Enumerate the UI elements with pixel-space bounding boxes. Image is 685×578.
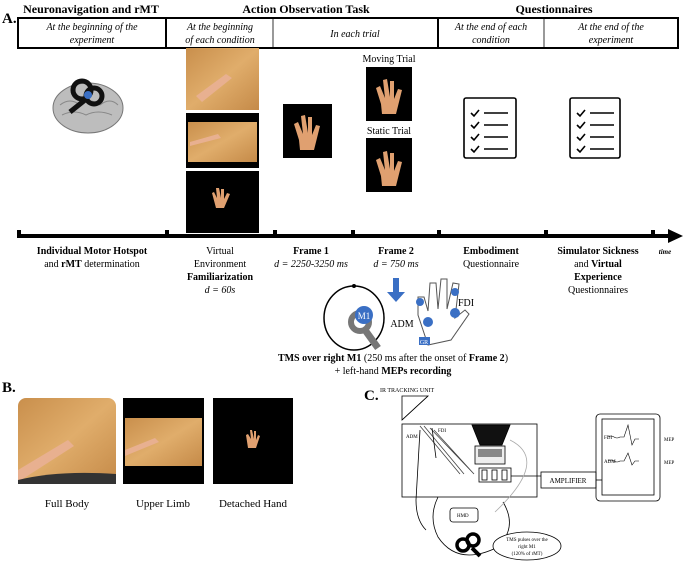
- timing-cell: At the beginning of the: [45, 22, 138, 33]
- m1-label: M1: [358, 311, 371, 321]
- step-text: Questionnaires: [568, 285, 628, 296]
- ir-tracking-label: IR TRACKING UNIT: [380, 388, 435, 394]
- brain-icon: [52, 78, 124, 134]
- timing-cell: At the beginning: [186, 22, 253, 33]
- down-arrow-icon: [387, 278, 405, 302]
- hmd-label: HMD: [457, 514, 469, 519]
- amplifier-label: AMPLIFIER: [550, 477, 587, 485]
- section-action-observation: Action Observation Task: [242, 2, 370, 16]
- ir-tracking-unit-icon: [401, 395, 430, 421]
- step-text: Embodiment: [463, 246, 519, 257]
- fdi-trace-label: FDI: [604, 436, 612, 441]
- timing-table: At the beginning of the experiment At th…: [17, 17, 679, 49]
- timing-cell: At the end of each: [454, 22, 527, 33]
- timeline-steps: Individual Motor Hotspot and rMT determi…: [37, 246, 639, 296]
- timing-cell: At the end of the: [577, 22, 644, 33]
- lab-setup-diagram: [401, 413, 661, 561]
- gr-label: GR: [420, 340, 428, 346]
- step-text: Questionnaire: [463, 259, 520, 270]
- section-questionnaires: Questionnaires: [515, 2, 592, 16]
- step-text: and rMT determination: [44, 259, 140, 270]
- condition-detached-hand: [213, 398, 293, 484]
- timeline-arrow: [17, 229, 683, 243]
- step-text: d = 750 ms: [373, 259, 418, 270]
- step-text: Experience: [574, 272, 622, 283]
- timing-cell: In each trial: [329, 29, 380, 40]
- step-text: Frame 1: [293, 246, 329, 257]
- arm-icon: [196, 74, 232, 102]
- step-text: Frame 2: [378, 246, 414, 257]
- step-text: and Virtual: [574, 259, 622, 270]
- tms-caption-line1: TMS over right M1 (250 ms after the onse…: [278, 353, 508, 364]
- adm-trace-label: ADM: [604, 460, 616, 465]
- condition-full-body: [18, 398, 116, 484]
- moving-trial-image: [366, 67, 412, 121]
- tms-note-line: TMS pulses over the: [506, 538, 548, 543]
- condition-label: Detached Hand: [219, 498, 288, 510]
- checklist-icon: [569, 97, 621, 159]
- section-neuronavigation: Neuronavigation and rMT: [23, 2, 159, 16]
- fdi-electrode-label: FDI: [438, 429, 446, 434]
- adm-electrode-label: ADM: [406, 435, 418, 440]
- condition-label: Full Body: [45, 498, 90, 510]
- frame1-hand-image: [283, 104, 332, 158]
- step-text: d = 60s: [205, 285, 236, 296]
- moving-trial-label: Moving Trial: [362, 54, 415, 65]
- timing-cell: of each condition: [185, 35, 254, 46]
- mep-label: MEP: [664, 461, 675, 466]
- step-text: Virtual: [206, 246, 234, 257]
- panel-a-label: A.: [2, 11, 17, 27]
- step-text: Environment: [194, 259, 246, 270]
- tms-note-line: right M1: [518, 545, 536, 550]
- checklist-icon: [463, 97, 517, 159]
- mep-label: MEP: [664, 438, 675, 443]
- head-coil-icon: M1: [323, 284, 385, 351]
- panel-c-label: C.: [364, 388, 379, 404]
- fdi-label: FDI: [458, 298, 474, 309]
- tms-caption-line2: + left-hand MEPs recording: [335, 366, 452, 377]
- static-trial-label: Static Trial: [367, 126, 411, 137]
- hand-electrodes-icon: GR: [416, 278, 470, 346]
- time-label: time: [659, 248, 671, 256]
- condition-upper-limb: [123, 398, 204, 484]
- timing-cell: condition: [472, 35, 510, 46]
- step-text: Simulator Sickness: [557, 246, 638, 257]
- timing-cell: experiment: [70, 35, 115, 46]
- adm-label: ADM: [390, 319, 413, 330]
- step-text: Familiarization: [187, 272, 254, 283]
- static-trial-image: [366, 138, 412, 192]
- condition-label: Upper Limb: [136, 498, 191, 510]
- step-text: d = 2250-3250 ms: [274, 259, 348, 270]
- panel-b-label: B.: [2, 380, 16, 396]
- timing-cell: experiment: [589, 35, 634, 46]
- step-text: Individual Motor Hotspot: [37, 246, 148, 257]
- tms-note-line: (120% of rMT): [512, 552, 543, 557]
